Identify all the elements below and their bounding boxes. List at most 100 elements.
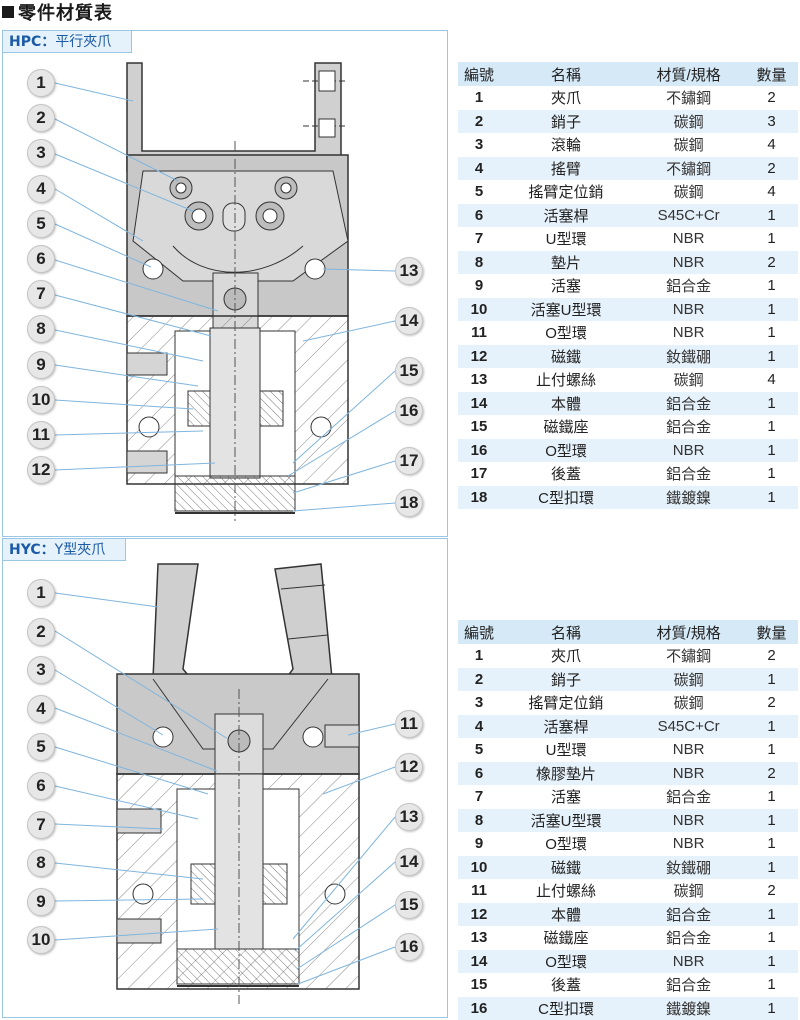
hyc-callout-7: 7	[27, 810, 55, 839]
hpc-header-3: 數量	[745, 62, 798, 86]
part-material: 釹鐵硼	[632, 855, 746, 879]
page-title: 零件材質表	[2, 0, 113, 24]
part-number: 12	[458, 344, 500, 368]
part-material: 鋁合金	[666, 930, 712, 948]
part-quantity: 4	[767, 371, 776, 389]
part-name: 磁鐵	[500, 344, 633, 368]
part-name: U型環	[545, 231, 587, 249]
part-name: O型環	[545, 325, 587, 343]
part-name: 活塞	[551, 278, 582, 296]
part-name: 活塞U型環	[500, 297, 633, 321]
hpc-callout-8: 8	[27, 315, 55, 344]
part-material: 碳鋼	[673, 372, 704, 390]
part-number: 15	[470, 976, 488, 994]
hyc-callout-2: 2	[27, 617, 55, 646]
part-material: NBR	[672, 741, 705, 759]
part-name: 銷子	[500, 109, 633, 133]
part-quantity: 1	[745, 203, 798, 227]
part-number: 10	[458, 855, 500, 879]
part-material: 鋁合金	[666, 789, 712, 807]
hyc-header-3: 數量	[745, 620, 798, 644]
hpc-callout-12: 12	[27, 456, 55, 485]
hpc-callout-7: 7	[27, 280, 55, 309]
part-name: 磁鐵座	[543, 419, 589, 437]
part-quantity: 1	[745, 391, 798, 415]
part-quantity: 1	[745, 344, 798, 368]
hpc-panel-tab: HPC：平行夾爪	[3, 31, 133, 53]
part-material: S45C+Cr	[632, 203, 746, 227]
hyc-header-2: 材質/規格	[632, 620, 746, 644]
hyc-callout-15: 15	[395, 891, 423, 919]
part-number: 9	[474, 277, 484, 295]
part-material: 碳鋼	[632, 667, 746, 691]
part-material: 釹鐵硼	[632, 344, 746, 368]
part-number: 16	[458, 438, 500, 462]
hpc-callout-10: 10	[27, 385, 55, 414]
part-quantity: 3	[745, 109, 798, 133]
part-number: 7	[474, 788, 484, 806]
hyc-callout-9: 9	[27, 887, 55, 916]
hyc-callout-3: 3	[27, 656, 55, 685]
part-number: 13	[470, 371, 488, 389]
part-number: 1	[474, 89, 484, 107]
part-quantity: 1	[767, 465, 776, 483]
hpc-drawing-panel: HPC：平行夾爪	[2, 30, 448, 537]
part-quantity: 1	[745, 667, 798, 691]
hyc-callout-4: 4	[27, 694, 55, 723]
part-quantity: 1	[745, 949, 798, 973]
hpc-callout-2: 2	[27, 104, 55, 133]
part-quantity: 1	[745, 902, 798, 926]
part-quantity: 2	[767, 882, 776, 900]
part-name: 磁鐵座	[543, 930, 589, 948]
part-number: 14	[458, 949, 500, 973]
hpc-callout-4: 4	[27, 174, 55, 203]
part-name: 活塞桿	[500, 714, 633, 738]
part-quantity: 4	[767, 136, 776, 154]
part-name: 活塞U型環	[500, 808, 633, 832]
part-material: NBR	[632, 949, 746, 973]
part-quantity: 2	[745, 761, 798, 785]
hpc-callout-9: 9	[27, 350, 55, 379]
part-material: 鋁合金	[632, 902, 746, 926]
part-name: O型環	[545, 836, 587, 854]
hpc-callout-14: 14	[395, 307, 423, 335]
part-name: 橡膠墊片	[500, 761, 633, 785]
hpc-callout-16: 16	[395, 397, 423, 425]
part-quantity: 1	[767, 976, 776, 994]
part-name: 本體	[500, 391, 633, 415]
hyc-drawing-panel: HYC：Y型夾爪	[2, 538, 448, 1018]
part-name: 活塞桿	[500, 203, 633, 227]
part-number: 3	[474, 694, 484, 712]
part-number: 11	[471, 324, 487, 342]
part-material: 碳鋼	[673, 883, 704, 901]
part-name: 搖臂定位銷	[528, 184, 604, 202]
part-number: 18	[458, 485, 500, 509]
hpc-header-2: 材質/規格	[632, 62, 746, 86]
hpc-callout-11: 11	[27, 421, 55, 449]
part-material: NBR	[672, 835, 705, 853]
hyc-callout-5: 5	[27, 733, 55, 762]
part-number: 10	[458, 297, 500, 321]
part-number: 9	[474, 835, 484, 853]
hyc-callout-6: 6	[27, 772, 55, 800]
part-quantity: 1	[745, 996, 798, 1020]
